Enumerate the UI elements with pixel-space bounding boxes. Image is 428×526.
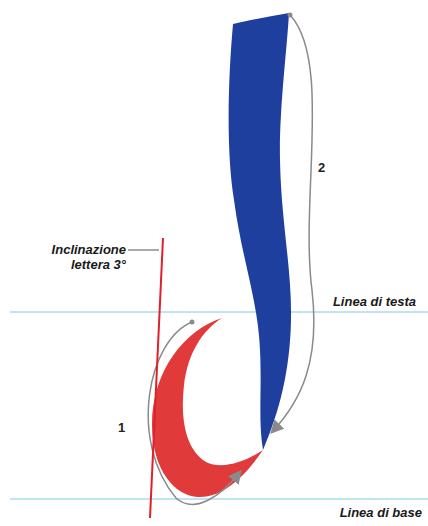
red-stroke bbox=[152, 318, 263, 497]
slant-label: Inclinazione lettera 3° bbox=[16, 242, 126, 272]
base-line bbox=[10, 499, 428, 500]
slant-line bbox=[150, 238, 163, 518]
head-line bbox=[10, 312, 428, 313]
callout-number: 2 bbox=[318, 160, 325, 175]
callout-number: 1 bbox=[118, 420, 125, 435]
line-label: Linea di base bbox=[340, 505, 422, 520]
stroke-start-dot bbox=[288, 13, 293, 18]
blue-stroke bbox=[229, 13, 291, 450]
line-label: Linea di testa bbox=[333, 294, 416, 309]
stroke-direction-2 bbox=[272, 15, 314, 432]
stroke-direction-1 bbox=[148, 322, 240, 504]
leader-line bbox=[128, 250, 159, 251]
stroke-start-dot bbox=[190, 320, 195, 325]
